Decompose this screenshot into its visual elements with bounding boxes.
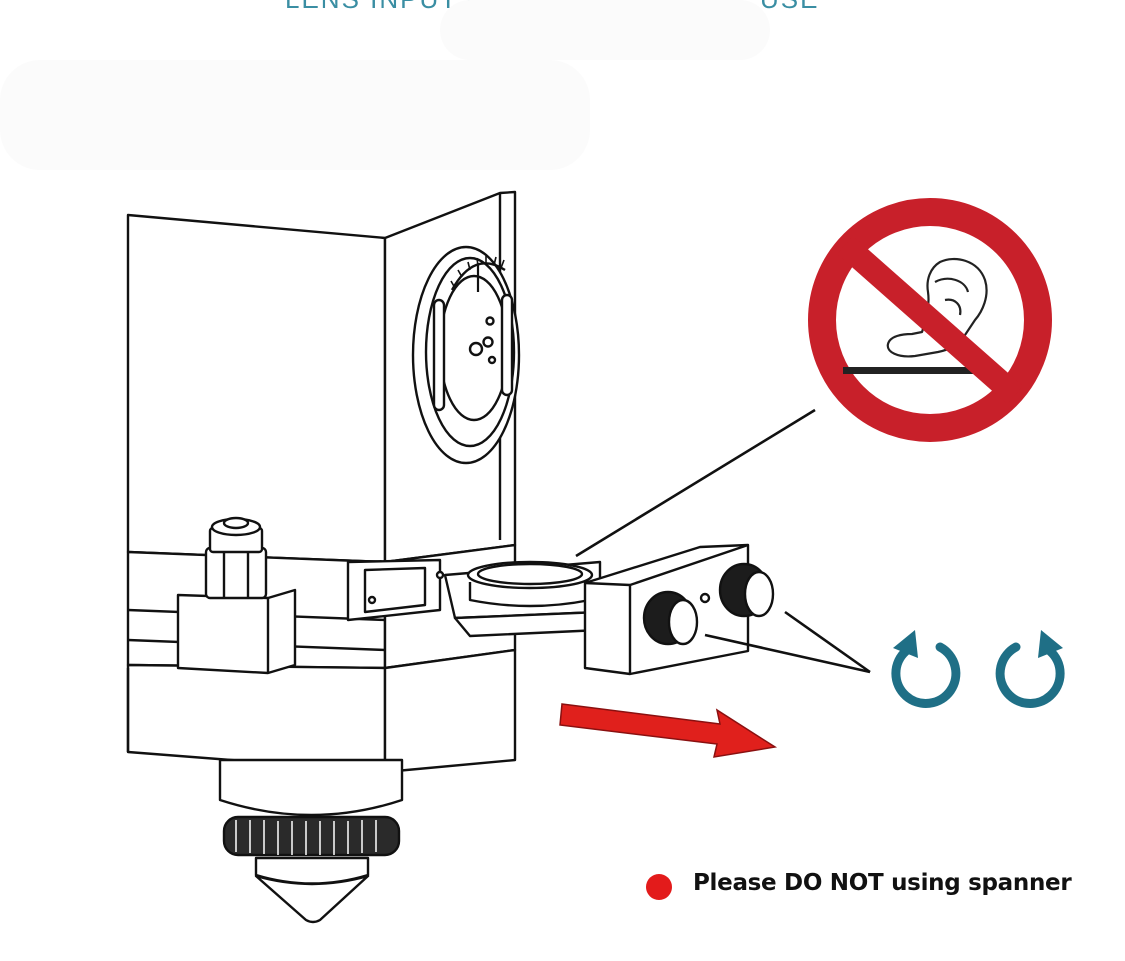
warning-note: Please DO NOT using spanner (693, 870, 1072, 896)
callout-line (575, 408, 816, 558)
focus-dial (411, 245, 521, 465)
header-fragment-right: USE (760, 0, 819, 15)
no-touching-with-hand-icon (808, 198, 1052, 442)
drawer-thumb-screws (642, 562, 775, 646)
background-smudge (0, 60, 590, 170)
callout-line (784, 610, 871, 674)
rotate-clockwise-icon (995, 630, 1065, 708)
rotate-counterclockwise-icon (891, 630, 961, 708)
arrow-right-icon (559, 703, 778, 758)
header-fragment-left: LENS INPUTS (285, 0, 478, 15)
nozzle (218, 758, 404, 924)
warning-bullet (646, 874, 672, 900)
callout-line (704, 633, 871, 674)
lens-drawer-slot (346, 558, 445, 622)
side-fitting (176, 516, 297, 675)
background-smudge (440, 0, 770, 60)
